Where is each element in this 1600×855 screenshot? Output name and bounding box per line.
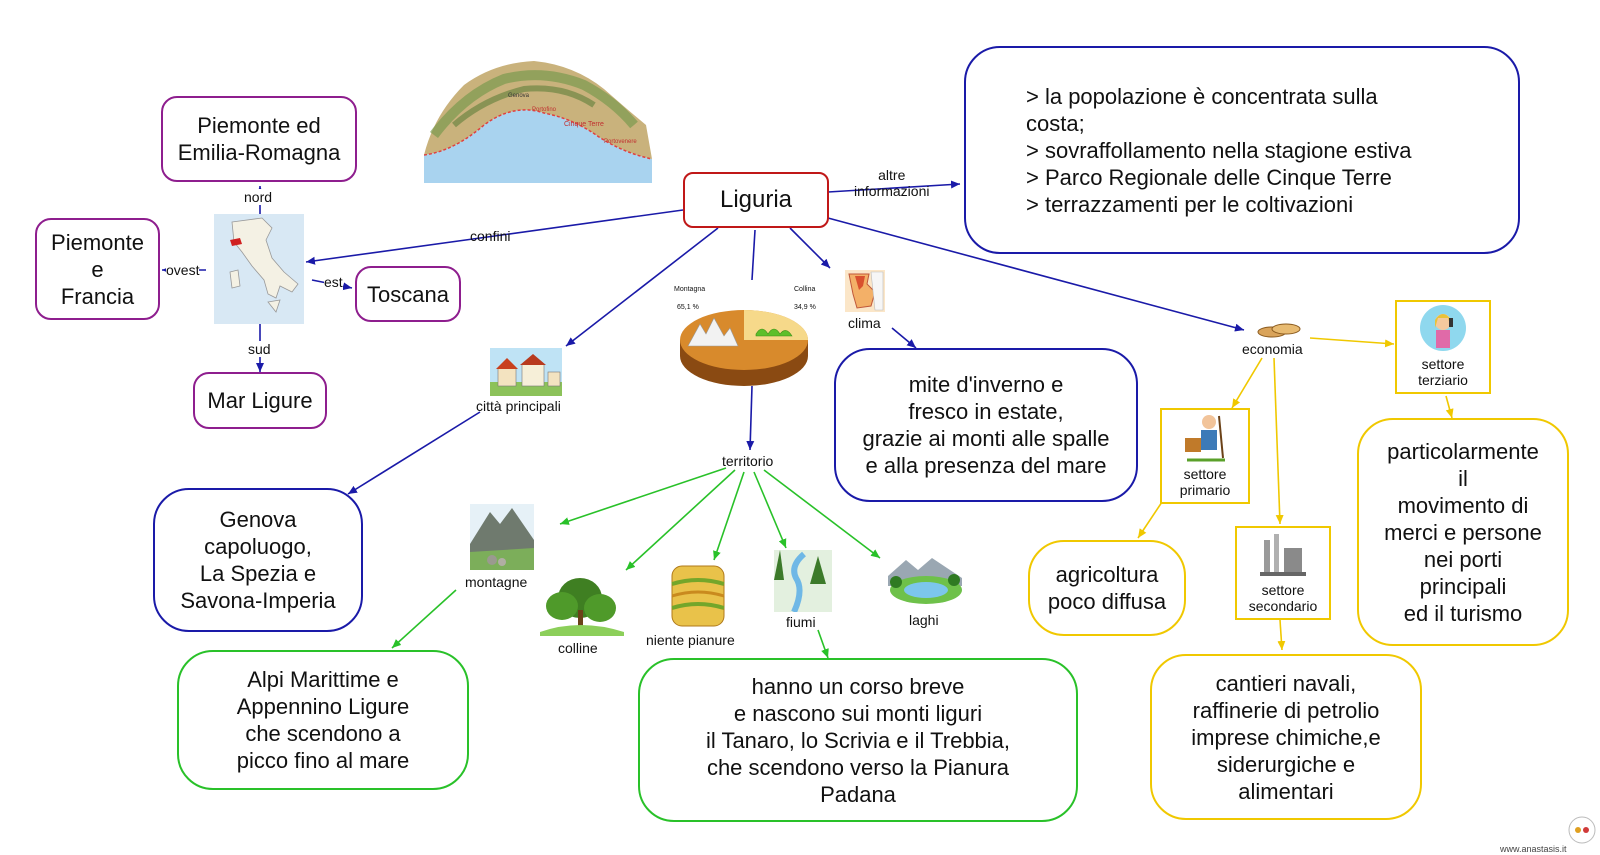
edge-clima-box xyxy=(891,327,917,349)
box-ovest[interactable]: Piemonte e Francia xyxy=(35,218,160,320)
box-fiumi-text: hanno un corso breve e nascono sui monti… xyxy=(705,673,1011,807)
box-fiumi[interactable]: hanno un corso breve e nascono sui monti… xyxy=(638,658,1078,822)
pie-value-collina: 34,9 % xyxy=(794,304,816,311)
edge-pie xyxy=(751,229,756,281)
altre-line-1: > la popolazione è concentrata sulla xyxy=(1026,83,1378,109)
liguria-map-image: Portofino Cinque Terre Portovenere Genov… xyxy=(423,55,653,183)
box-clima-text: mite d'inverno e fresco in estate, grazi… xyxy=(862,372,1110,478)
map-label-cinque-terre: Cinque Terre xyxy=(564,121,604,128)
map-label-portofino: Portofino xyxy=(532,107,557,113)
river-icon xyxy=(774,550,832,612)
box-settore-terziario[interactable]: settore terziario xyxy=(1395,300,1491,394)
box-terziario-dettaglio[interactable]: particolarmente il movimento di merci e … xyxy=(1357,418,1569,646)
label-territorio: territorio xyxy=(722,453,774,469)
edge-altre xyxy=(827,180,961,193)
edge-montagne xyxy=(559,467,727,525)
edge-economia xyxy=(827,217,1245,332)
edge-fiumi-box xyxy=(817,629,829,659)
label-nord: nord xyxy=(244,189,273,205)
box-settore-primario[interactable]: settore primario xyxy=(1160,408,1250,504)
settore-secondario-label: settore secondario xyxy=(1248,582,1318,614)
footer-url[interactable]: www.anastasis.it xyxy=(1500,844,1567,854)
edge-colline xyxy=(625,469,736,571)
edge-primario xyxy=(1231,357,1263,409)
label-sud: sud xyxy=(248,341,271,357)
label-est: est xyxy=(324,274,343,290)
altre-line-5: > terrazzamenti per le coltivazioni xyxy=(1026,191,1354,217)
box-sud[interactable]: Mar Ligure xyxy=(193,372,327,429)
label-citta: città principali xyxy=(476,398,561,414)
pie-label-collina: Collina xyxy=(794,286,816,293)
edge-citta xyxy=(565,227,719,347)
label-colline: colline xyxy=(558,640,598,656)
box-citta-text: Genova capoluogo, La Spezia e Savona-Imp… xyxy=(180,507,336,613)
edge-secondario-box xyxy=(1277,619,1286,651)
farmer-icon xyxy=(1185,415,1225,462)
box-est-text: Toscana xyxy=(367,281,449,307)
map-label-genova: Genova xyxy=(508,93,530,99)
box-clima[interactable]: mite d'inverno e fresco in estate, grazi… xyxy=(834,348,1138,502)
anastasis-logo-icon xyxy=(1568,816,1596,844)
label-confini: confini xyxy=(470,228,511,244)
box-altre-informazioni[interactable]: > la popolazione è concentrata sulla cos… xyxy=(964,46,1520,254)
edge-territorio xyxy=(746,385,755,451)
lake-icon xyxy=(888,558,962,604)
label-pianure: niente pianure xyxy=(646,632,735,648)
box-terziario-text: particolarmente il movimento di merci e … xyxy=(1384,438,1542,626)
box-est[interactable]: Toscana xyxy=(355,266,461,322)
box-secondario-text: cantieri navali, raffinerie di petrolio … xyxy=(1191,670,1381,804)
altre-line-4: > Parco Regionale delle Cinque Terre xyxy=(1026,164,1392,190)
edge-montagne-box xyxy=(391,589,457,649)
edge-clima xyxy=(789,227,831,269)
altre-informazioni-list: > la popolazione è concentrata sulla cos… xyxy=(1026,83,1411,218)
climate-map-icon xyxy=(845,270,885,312)
altre-line-3: > sovraffollamento nella stagione estiva xyxy=(1026,137,1412,163)
box-primario-text: agricoltura poco diffusa xyxy=(1047,562,1167,614)
label-altre-informazioni: altre informazioni xyxy=(854,167,930,199)
box-nord-text: Piemonte ed Emilia-Romagna xyxy=(177,113,341,165)
box-ovest-text: Piemonte e Francia xyxy=(51,229,144,309)
box-secondario-dettaglio[interactable]: cantieri navali, raffinerie di petrolio … xyxy=(1150,654,1422,820)
pie-chart-image xyxy=(680,310,808,386)
label-ovest: ovest xyxy=(166,262,200,278)
label-laghi: laghi xyxy=(909,612,939,628)
box-primario-dettaglio[interactable]: agricoltura poco diffusa xyxy=(1028,540,1186,636)
factory-icon xyxy=(1260,534,1306,576)
box-sud-text: Mar Ligure xyxy=(207,388,313,413)
edge-terziario-box xyxy=(1445,395,1454,419)
edge-terziario xyxy=(1309,337,1395,348)
altre-line-2: costa; xyxy=(1026,110,1085,136)
edge-citta-box xyxy=(347,411,481,495)
houses-icon xyxy=(490,348,562,396)
box-citta[interactable]: Genova capoluogo, La Spezia e Savona-Imp… xyxy=(153,488,363,632)
italy-map-image xyxy=(214,214,304,324)
label-clima: clima xyxy=(848,315,881,331)
settore-primario-label: settore primario xyxy=(1179,466,1231,498)
hills-tree-icon xyxy=(540,578,624,636)
root-label: Liguria xyxy=(719,186,793,213)
coins-icon xyxy=(1257,323,1301,338)
mountain-icon xyxy=(470,504,534,570)
box-montagne[interactable]: Alpi Marittime e Appennino Ligure che sc… xyxy=(177,650,469,790)
box-nord[interactable]: Piemonte ed Emilia-Romagna xyxy=(161,96,357,182)
plains-icon xyxy=(671,565,725,627)
map-label-portovenere: Portovenere xyxy=(604,139,637,145)
edge-primario-box xyxy=(1137,501,1163,539)
pie-label-montagna: Montagna xyxy=(674,286,706,293)
box-settore-secondario[interactable]: settore secondario xyxy=(1235,526,1331,620)
label-fiumi: fiumi xyxy=(786,614,816,630)
label-economia: economia xyxy=(1242,341,1303,357)
edge-fiumi xyxy=(753,471,787,549)
settore-terziario-label: settore terziario xyxy=(1418,356,1468,388)
edge-laghi xyxy=(763,469,881,559)
pie-value-montagna: 65,1 % xyxy=(677,304,699,311)
box-montagne-text: Alpi Marittime e Appennino Ligure che sc… xyxy=(236,667,410,773)
edge-secondario xyxy=(1273,357,1284,525)
phone-woman-icon xyxy=(1420,305,1466,351)
root-node-liguria[interactable]: Liguria xyxy=(683,172,829,228)
edge-confini xyxy=(305,209,684,265)
edge-pianure xyxy=(713,471,745,561)
label-montagne: montagne xyxy=(465,574,528,590)
